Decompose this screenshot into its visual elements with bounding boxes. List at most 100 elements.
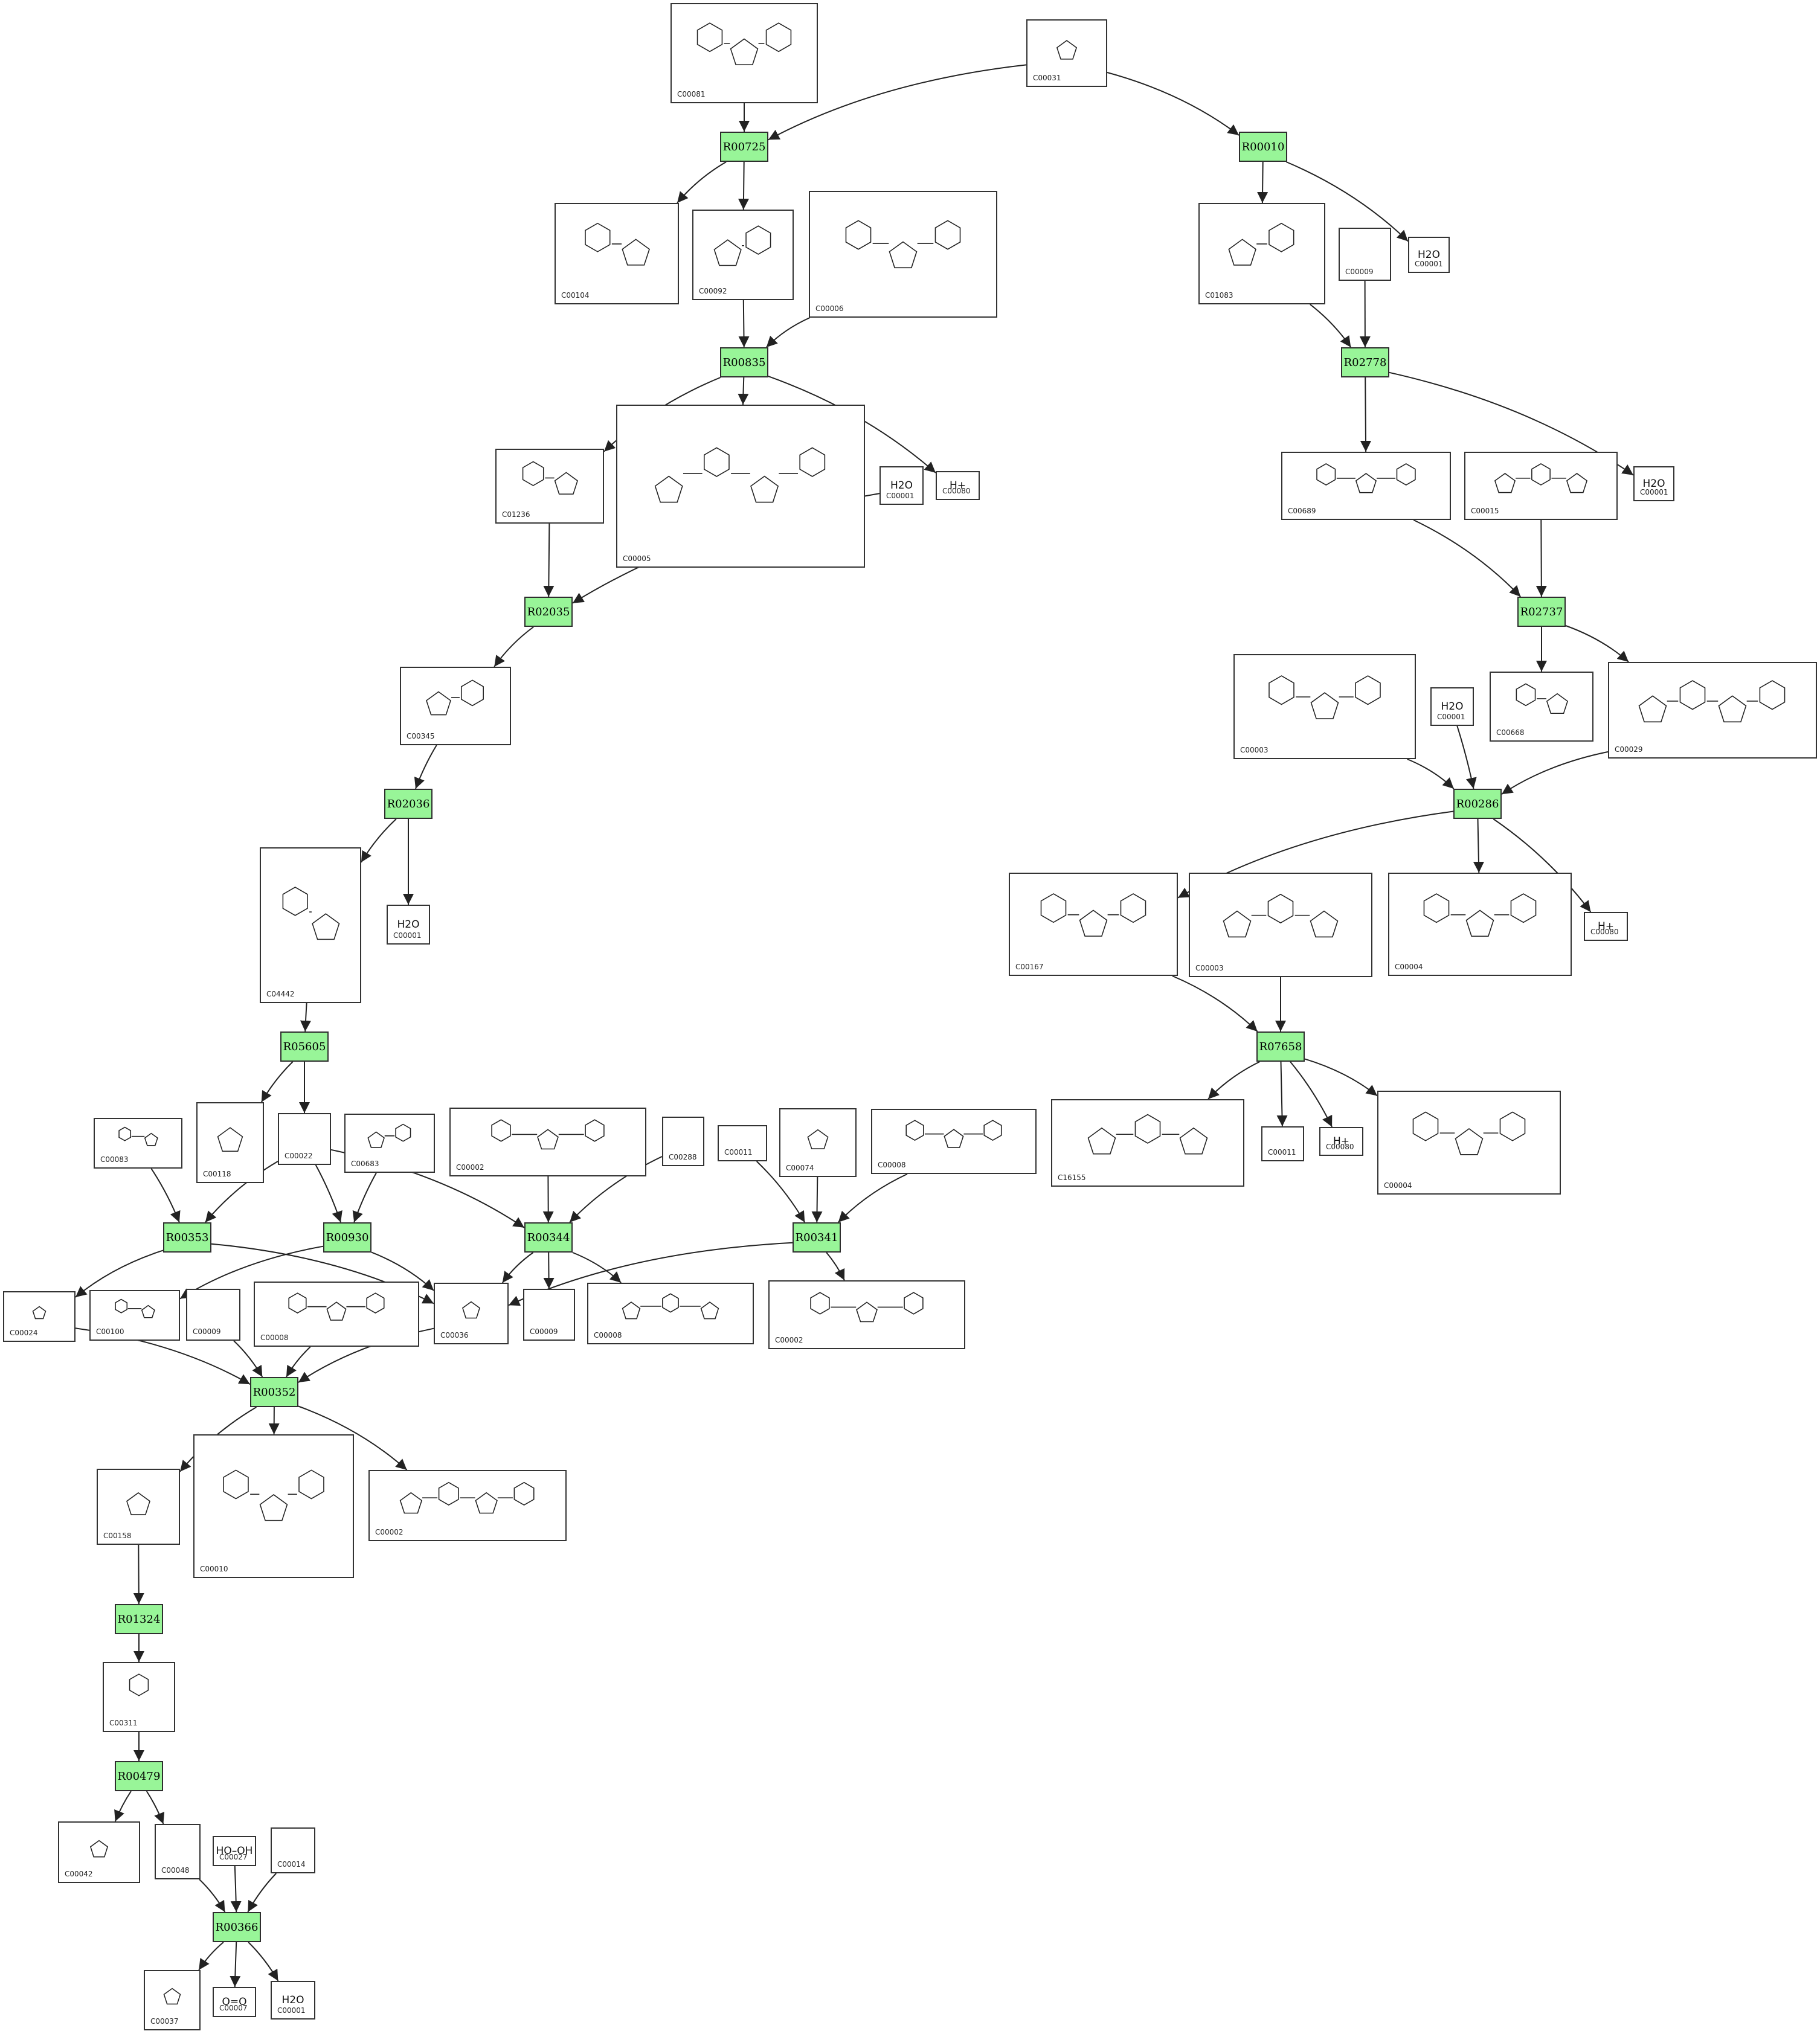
compound-id-label: C00006 bbox=[815, 304, 844, 313]
compound-c00104[interactable]: C00104 bbox=[555, 203, 679, 304]
reaction-r00725[interactable]: R00725 bbox=[720, 132, 768, 162]
reaction-r02036[interactable]: R02036 bbox=[384, 789, 432, 819]
compound-c00037[interactable]: C00037 bbox=[144, 1970, 201, 2030]
reaction-r00479[interactable]: R00479 bbox=[115, 1761, 163, 1791]
reaction-r00344[interactable]: R00344 bbox=[524, 1222, 573, 1253]
structure-drawing bbox=[223, 1469, 324, 1521]
compound-c00006a[interactable]: C00006 bbox=[809, 191, 997, 318]
compound-c00011a[interactable]: C00011 bbox=[718, 1125, 767, 1161]
compound-c00009b[interactable]: C00009 bbox=[186, 1289, 240, 1341]
compound-c00288[interactable]: C00288 bbox=[662, 1117, 704, 1166]
reaction-r02778[interactable]: R02778 bbox=[1341, 347, 1389, 377]
edge-r00010-c01083 bbox=[1257, 161, 1269, 204]
compound-c00118[interactable]: C00118 bbox=[196, 1102, 264, 1183]
compound-id-label: C16155 bbox=[1058, 1173, 1086, 1182]
reaction-r00930[interactable]: R00930 bbox=[323, 1222, 371, 1253]
compound-c00081[interactable]: C00081 bbox=[670, 3, 818, 103]
compound-c00311[interactable]: C00311 bbox=[103, 1662, 175, 1732]
compound-c00042[interactable]: C00042 bbox=[58, 1821, 140, 1883]
compound-c04442[interactable]: C04442 bbox=[260, 847, 361, 1003]
compound-c00003b[interactable]: C00003 bbox=[1189, 873, 1372, 977]
reaction-r00341[interactable]: R00341 bbox=[793, 1222, 841, 1253]
compound-c00005[interactable]: C00005 bbox=[616, 405, 865, 568]
compound-c00002a[interactable]: C00002 bbox=[449, 1108, 646, 1176]
edge-r00366-c00007 bbox=[230, 1942, 241, 1987]
compound-c00002b[interactable]: C00002 bbox=[768, 1280, 965, 1349]
structure-drawing bbox=[288, 1292, 385, 1321]
compound-c00080c[interactable]: H+C00080 bbox=[1319, 1127, 1363, 1156]
compound-c00345[interactable]: C00345 bbox=[400, 667, 511, 745]
edge-r00930-c00036 bbox=[371, 1251, 434, 1291]
edge-r00286-c00004a bbox=[1473, 818, 1484, 873]
compound-c00158[interactable]: C00158 bbox=[97, 1469, 180, 1545]
compound-c00003a[interactable]: C00003 bbox=[1233, 654, 1416, 759]
compound-c00092[interactable]: C00092 bbox=[692, 210, 794, 300]
reaction-r00010[interactable]: R00010 bbox=[1239, 132, 1287, 162]
compound-id-label: C00037 bbox=[150, 2017, 179, 2026]
reaction-r02737[interactable]: R02737 bbox=[1517, 597, 1566, 627]
edge-c04442-r05605 bbox=[300, 1003, 311, 1032]
compound-formula: H2O bbox=[890, 480, 913, 492]
compound-id-label: C00074 bbox=[786, 1164, 814, 1172]
reaction-r00352[interactable]: R00352 bbox=[250, 1377, 298, 1407]
compound-c00031[interactable]: C00031 bbox=[1026, 19, 1107, 87]
compound-c00008c[interactable]: C00008 bbox=[587, 1283, 754, 1344]
compound-c00008b[interactable]: C00008 bbox=[254, 1282, 419, 1347]
reaction-r07658[interactable]: R07658 bbox=[1256, 1031, 1305, 1062]
edge-c00031-r00725 bbox=[768, 64, 1027, 141]
compound-c00010[interactable]: C00010 bbox=[193, 1434, 354, 1578]
compound-c00008[interactable]: C00008 bbox=[871, 1109, 1037, 1174]
compound-id-label: C00083 bbox=[100, 1155, 129, 1164]
edge-c00014-r00366 bbox=[247, 1873, 277, 1913]
compound-c00080a[interactable]: H+C00080 bbox=[936, 471, 980, 500]
compound-formula: H2O bbox=[1418, 249, 1440, 261]
compound-c00074[interactable]: C00074 bbox=[779, 1108, 857, 1177]
reaction-r00353[interactable]: R00353 bbox=[163, 1222, 211, 1253]
structure-drawing bbox=[1223, 893, 1339, 938]
compound-c00668[interactable]: C00668 bbox=[1490, 672, 1593, 742]
reaction-r05605[interactable]: R05605 bbox=[280, 1031, 329, 1062]
compound-c00011b[interactable]: C00011 bbox=[1261, 1126, 1304, 1161]
compound-c00683[interactable]: C00683 bbox=[344, 1114, 435, 1173]
compound-c00022[interactable]: C00022 bbox=[278, 1113, 331, 1165]
reaction-r01324[interactable]: R01324 bbox=[115, 1604, 163, 1634]
compound-c00100[interactable]: C00100 bbox=[89, 1290, 180, 1341]
reaction-r00366[interactable]: R00366 bbox=[213, 1912, 261, 1942]
compound-c00167[interactable]: C00167 bbox=[1009, 873, 1178, 976]
compound-c00036[interactable]: C00036 bbox=[434, 1283, 509, 1344]
compound-id-label: C00001 bbox=[1437, 713, 1465, 721]
compound-c00015[interactable]: C00015 bbox=[1464, 452, 1618, 520]
compound-id-label: C00311 bbox=[109, 1719, 138, 1727]
compound-c00004a[interactable]: C00004 bbox=[1388, 873, 1572, 976]
compound-id-label: C00345 bbox=[407, 732, 435, 740]
compound-c00083[interactable]: C00083 bbox=[94, 1118, 182, 1169]
compound-c00024[interactable]: C00024 bbox=[3, 1291, 76, 1342]
compound-c01236[interactable]: C01236 bbox=[495, 449, 604, 524]
compound-c00048[interactable]: C00048 bbox=[155, 1824, 201, 1879]
compound-c00009a[interactable]: C00009 bbox=[1339, 228, 1391, 281]
reaction-r02035[interactable]: R02035 bbox=[524, 597, 573, 627]
compound-c00014[interactable]: C00014 bbox=[271, 1827, 315, 1873]
compound-c01083[interactable]: C01083 bbox=[1198, 203, 1325, 304]
edge-r00353-c00024 bbox=[75, 1250, 164, 1298]
compound-c00689[interactable]: C00689 bbox=[1281, 452, 1451, 520]
compound-c00029[interactable]: C00029 bbox=[1608, 662, 1817, 759]
compound-c00009c[interactable]: C00009 bbox=[523, 1289, 575, 1341]
compound-c16155[interactable]: C16155 bbox=[1051, 1099, 1244, 1187]
compound-c00002c[interactable]: C00002 bbox=[368, 1470, 567, 1541]
compound-formula: O=O bbox=[222, 1996, 247, 2008]
compound-formula: HO–OH bbox=[216, 1845, 253, 1857]
reaction-r00286[interactable]: R00286 bbox=[1453, 789, 1502, 819]
structure-drawing bbox=[585, 222, 650, 266]
compound-c00004b[interactable]: C00004 bbox=[1377, 1091, 1561, 1195]
compound-c00080b[interactable]: H+C00080 bbox=[1584, 912, 1628, 941]
reaction-r00835[interactable]: R00835 bbox=[720, 347, 768, 377]
